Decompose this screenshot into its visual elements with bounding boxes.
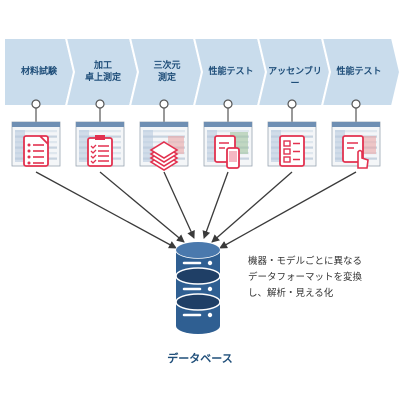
database-cylinder-icon	[175, 241, 221, 334]
description-line: し、解析・見える化	[248, 288, 334, 299]
document-list-icon	[23, 135, 49, 167]
flow-arrows	[35, 171, 357, 249]
connector-dot	[223, 99, 233, 109]
description-line: 機器・モデルごとに異なる	[248, 256, 363, 267]
database-label: データベース	[167, 352, 233, 365]
layered-stack-icon	[149, 141, 179, 171]
step-label: 三次元 測定	[153, 61, 181, 83]
database-layer-top	[175, 293, 221, 311]
step-label: 加工 卓上測定	[84, 61, 121, 83]
flow-arrow	[99, 171, 185, 243]
mobile-report-icon	[214, 135, 240, 169]
description-text: 機器・モデルごとに異なる データフォーマットを変換 し、解析・見える化	[248, 254, 396, 302]
flow-arrow	[211, 171, 293, 243]
database-top-cap	[176, 242, 220, 258]
report-touch-icon	[342, 135, 369, 169]
description-line: データフォーマットを変換	[248, 272, 363, 283]
database-indicator	[207, 312, 213, 318]
flow-arrow	[219, 171, 357, 249]
connector-dot	[287, 99, 297, 109]
step-label: 性能テスト	[336, 67, 382, 77]
step-label: アッセンブリー	[268, 67, 322, 89]
flow-arrow	[202, 171, 229, 239]
form-grid-icon	[279, 135, 305, 167]
clipboard-checklist-icon	[87, 135, 113, 167]
flow-arrow	[163, 171, 195, 239]
database-indicator	[207, 286, 213, 292]
connector-dot	[159, 99, 169, 109]
connector-dot	[95, 99, 105, 109]
step-icons	[23, 135, 369, 171]
step-label: 性能テスト	[208, 67, 254, 77]
step-label: 材料試験	[20, 67, 57, 77]
flow-arrow	[35, 171, 177, 249]
chevron-step	[320, 37, 400, 107]
database-layer-top	[175, 267, 221, 285]
step-connectors	[31, 99, 361, 122]
connector-dot	[31, 99, 41, 109]
screenshot-thumbnails	[11, 121, 381, 167]
database-indicator	[207, 260, 213, 266]
database-layer-bottom	[176, 318, 220, 334]
connector-dot	[351, 99, 361, 109]
process-chevron-bar	[3, 37, 400, 107]
